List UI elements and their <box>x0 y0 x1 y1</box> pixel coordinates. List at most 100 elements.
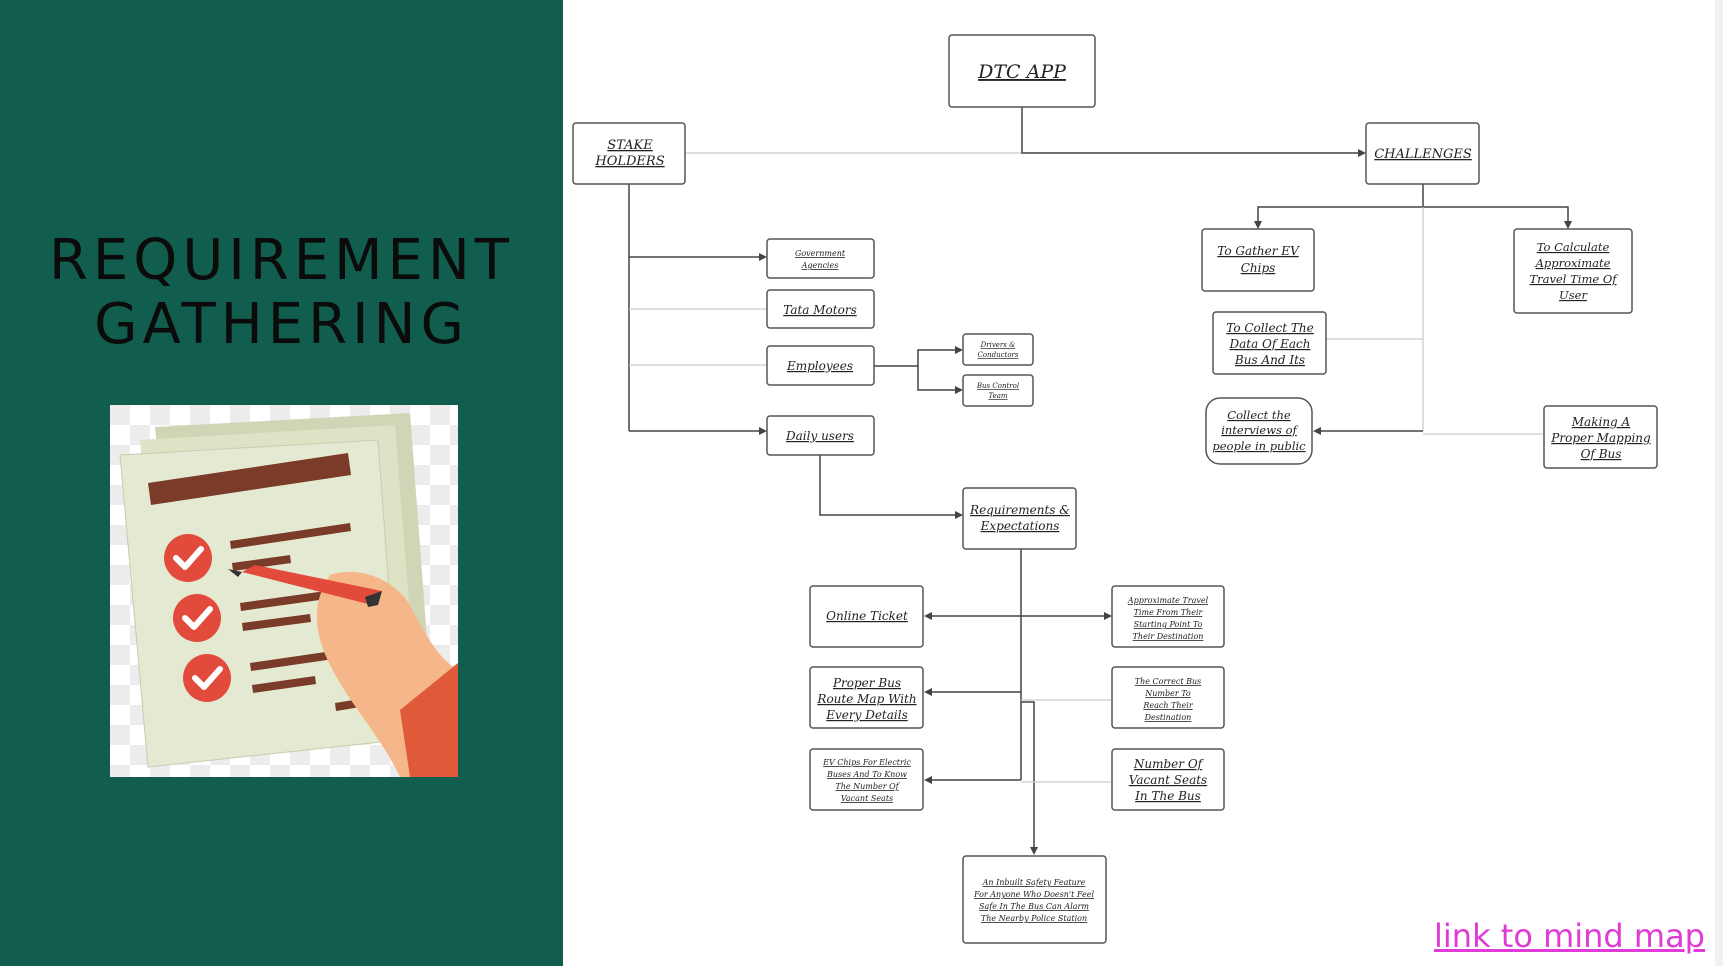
node-bus-control-team: Bus Control Team <box>962 374 1034 407</box>
node-proper-mapping: Making A Proper Mapping Of Bus <box>1543 405 1658 469</box>
node-text: Conductors <box>978 351 1019 359</box>
node-challenges-text: CHALLENGES <box>1374 147 1472 162</box>
node-requirements: Requirements & Expectations <box>962 487 1077 550</box>
node-text: Chips <box>1241 261 1276 275</box>
connector-safety <box>1021 701 1035 847</box>
node-text: User <box>1559 288 1588 302</box>
node-root-text: DTC APP <box>977 61 1067 83</box>
connector-requirements <box>819 455 956 516</box>
connector-ev-chips <box>1257 184 1424 222</box>
arrowhead <box>1358 149 1366 157</box>
node-text: Destination <box>1144 713 1192 722</box>
node-text: For Anyone Who Doesn't Feel <box>973 890 1094 899</box>
node-text: Number To <box>1144 689 1191 698</box>
node-text: Daily users <box>785 429 854 443</box>
node-text: Travel Time Of <box>1529 272 1618 286</box>
node-text: Bus Control <box>976 382 1019 390</box>
node-text: In The Bus <box>1134 789 1201 803</box>
node-ev-chips-electric-buses: EV Chips For Electric Buses And To Know … <box>809 748 924 811</box>
node-challenges: CHALLENGES <box>1365 122 1480 185</box>
node-text: Proper Bus <box>832 676 901 690</box>
node-daily-users: Daily users <box>766 415 875 456</box>
mind-map-diagram: DTC APP STAKE HOLDERS CHALLENGES Governm… <box>572 34 1658 944</box>
arrowhead <box>1564 221 1572 229</box>
arrowhead <box>924 612 932 620</box>
node-stakeholders-line-2: HOLDERS <box>594 154 664 169</box>
node-ev-chips: To Gather EV Chips <box>1201 228 1315 292</box>
node-text: Approximate Travel <box>1127 596 1209 605</box>
node-text: Online Ticket <box>826 609 908 623</box>
arrowhead <box>1313 427 1321 435</box>
node-safety-feature: An Inbuilt Safety Feature For Anyone Who… <box>962 855 1107 944</box>
node-correct-bus-number: The Correct Bus Number To Reach Their De… <box>1111 666 1225 729</box>
node-text: Vacant Seats <box>841 794 893 803</box>
connector-bus-control <box>917 366 956 391</box>
node-text: Route Map With <box>816 692 916 706</box>
node-interviews: Collect the interviews of people in publ… <box>1205 397 1313 465</box>
node-text: To Collect The <box>1226 321 1314 335</box>
node-text: Requirements & <box>969 503 1070 517</box>
node-text: The Nearby Police Station <box>981 914 1087 923</box>
node-approx-travel-time: Approximate Travel Time From Their Start… <box>1111 585 1225 648</box>
mind-map-link[interactable]: link to mind map <box>1434 917 1705 955</box>
node-text: To Gather EV <box>1217 244 1300 258</box>
node-text: Proper Mapping <box>1550 431 1651 445</box>
node-stakeholders-line-1: STAKE <box>607 138 653 153</box>
node-text: Approximate <box>1535 256 1611 270</box>
node-text: Expectations <box>980 519 1060 533</box>
node-text: Of Bus <box>1581 447 1622 461</box>
arrowhead <box>924 776 932 784</box>
node-text: Buses And To Know <box>826 770 907 779</box>
slide-edge <box>1715 0 1723 966</box>
checklist-clipboard-icon <box>110 405 458 777</box>
node-tata-motors: Tata Motors <box>766 289 875 329</box>
arrowhead <box>955 511 963 519</box>
arrowhead <box>1030 847 1038 855</box>
node-text: Safe In The Bus Can Alarm <box>979 902 1089 911</box>
node-text: Drivers & <box>980 341 1016 349</box>
node-text: Collect the <box>1227 408 1291 422</box>
connector-drivers <box>874 349 956 367</box>
root-to-challenges-connector <box>1021 107 1358 154</box>
node-text: Agencies <box>801 261 839 270</box>
node-drivers-conductors: Drivers & Conductors <box>962 333 1034 366</box>
slide-title-line-2: GATHERING <box>94 292 469 357</box>
node-vacant-seats: Number Of Vacant Seats In The Bus <box>1111 748 1225 811</box>
arrowhead <box>955 346 963 354</box>
arrowhead <box>1254 221 1262 229</box>
node-text: Team <box>988 392 1007 400</box>
node-route-map: Proper Bus Route Map With Every Details <box>809 666 924 729</box>
node-stakeholders: STAKE HOLDERS <box>572 122 686 185</box>
node-text: Vacant Seats <box>1129 773 1207 787</box>
node-text: An Inbuilt Safety Feature <box>982 878 1086 887</box>
node-text: To Calculate <box>1537 240 1610 254</box>
node-text: people in public <box>1212 439 1306 453</box>
node-travel-time: To Calculate Approximate Travel Time Of … <box>1513 228 1633 314</box>
node-text: The Correct Bus <box>1135 677 1201 686</box>
node-text: EV Chips For Electric <box>822 758 911 767</box>
node-text: Bus And Its <box>1234 353 1305 367</box>
node-text: The Number Of <box>835 782 900 791</box>
node-text: Employees <box>786 359 853 373</box>
connector-travel-time <box>1423 206 1569 222</box>
arrowhead <box>924 688 932 696</box>
node-collect-data: To Collect The Data Of Each Bus And Its <box>1212 311 1327 375</box>
arrowhead <box>759 427 767 435</box>
arrowhead <box>759 253 767 261</box>
node-text: Every Details <box>825 708 908 722</box>
node-online-ticket: Online Ticket <box>809 585 924 648</box>
node-employees: Employees <box>766 345 875 386</box>
node-text: Starting Point To <box>1134 620 1203 629</box>
slide-title-line-1: REQUIREMENT <box>49 228 514 293</box>
node-text: Making A <box>1571 415 1631 429</box>
node-root: DTC APP <box>948 34 1096 108</box>
node-text: Reach Their <box>1142 701 1193 710</box>
node-text: Number Of <box>1133 757 1205 771</box>
node-text: Data Of Each <box>1228 337 1310 351</box>
left-panel: REQUIREMENT GATHERING <box>0 0 563 966</box>
node-text: interviews of <box>1221 423 1298 437</box>
node-text: Time From Their <box>1134 608 1204 617</box>
node-text: Their Destination <box>1133 632 1204 641</box>
node-text: Tata Motors <box>783 303 856 317</box>
node-text: Government <box>795 249 846 258</box>
